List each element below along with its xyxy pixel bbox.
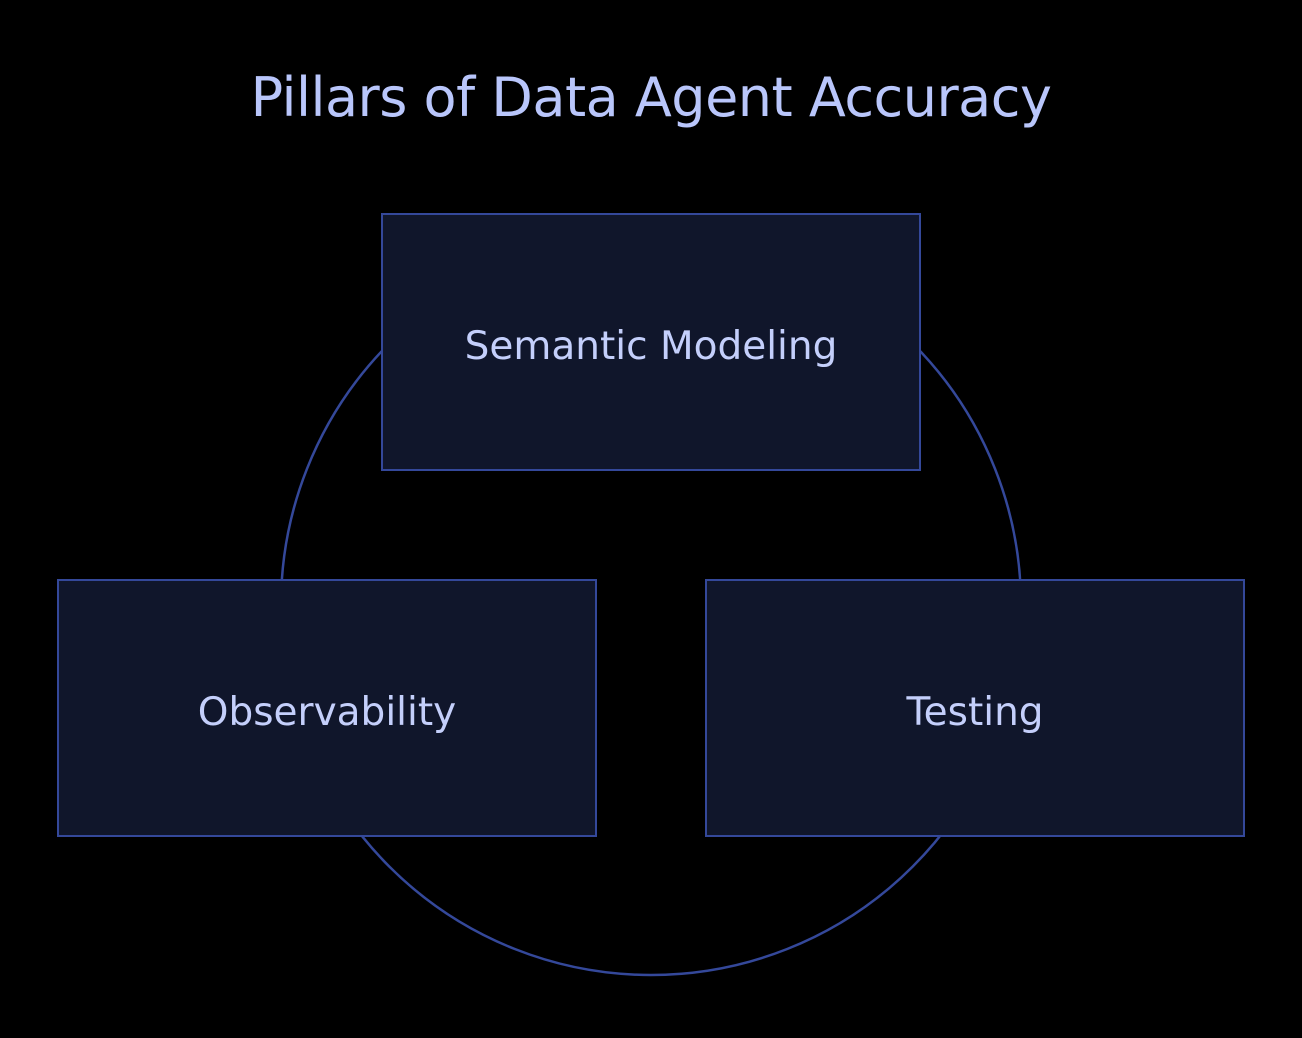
diagram-title: Pillars of Data Agent Accuracy (250, 66, 1052, 129)
pillar-box-semantic-modeling: Semantic Modeling (381, 213, 921, 471)
pillar-label: Semantic Modeling (464, 324, 838, 369)
pillar-box-testing: Testing (705, 579, 1245, 837)
pillar-box-observability: Observability (57, 579, 597, 837)
pillar-label: Testing (906, 690, 1044, 735)
pillar-label: Observability (197, 690, 457, 735)
